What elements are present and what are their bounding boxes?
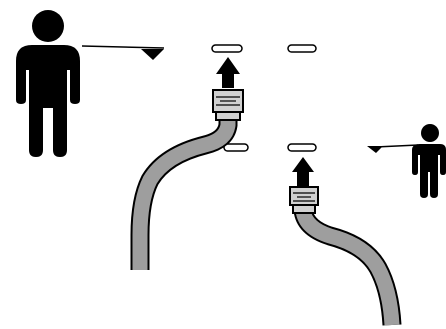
small-person-icon xyxy=(412,124,446,198)
upper-level-marker xyxy=(81,45,165,60)
slot-upper-right xyxy=(287,44,317,53)
slot-upper-left xyxy=(211,44,243,53)
left-hose-connector xyxy=(212,89,244,121)
right-hose-connector xyxy=(289,186,319,214)
up-arrow-icon xyxy=(292,157,314,186)
large-person-icon xyxy=(16,10,80,157)
up-arrow-icon xyxy=(216,57,240,88)
slot-lower-left xyxy=(223,143,249,152)
right-hose xyxy=(289,157,402,326)
slot-lower-right xyxy=(287,143,317,152)
left-hose xyxy=(130,57,244,270)
lower-level-marker xyxy=(367,144,419,153)
